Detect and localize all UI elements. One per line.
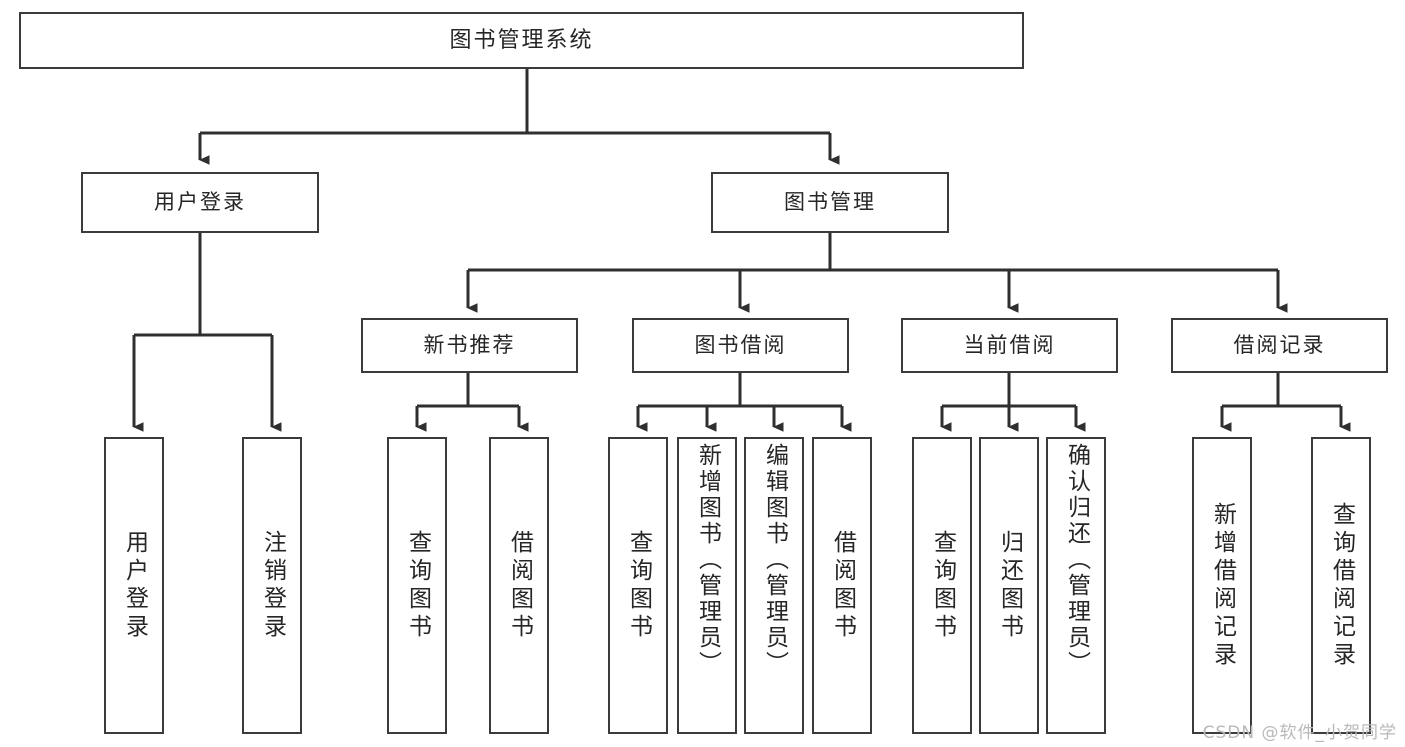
node-label: 编辑图书（管理员） (761, 443, 788, 677)
node-label: 查询图书 (929, 529, 956, 642)
node-label: 用户登录 (154, 190, 246, 215)
node-label: 查询图书 (404, 529, 431, 642)
node-label: 图书管理 (784, 190, 876, 215)
node-label: 新增图书（管理员） (694, 443, 721, 677)
node-label: 查询借阅记录 (1328, 501, 1355, 670)
node-label: 查询图书 (625, 529, 652, 642)
node-label: 当前借阅 (963, 333, 1056, 358)
node-user-login[interactable]: 用户登录 (81, 172, 319, 233)
node-label: 图书管理系统 (449, 27, 594, 53)
leaf-current-borrow-return-book[interactable]: 归还图书 (979, 437, 1039, 734)
node-label: 借阅图书 (506, 529, 533, 642)
node-label: 新增借阅记录 (1209, 501, 1236, 670)
leaf-book-borrow-query-book[interactable]: 查询图书 (608, 437, 668, 734)
leaf-user-login-login[interactable]: 用户登录 (104, 437, 164, 734)
node-new-book-recommend[interactable]: 新书推荐 (361, 318, 578, 373)
leaf-current-borrow-query-book[interactable]: 查询图书 (912, 437, 972, 734)
node-label: 新书推荐 (423, 333, 516, 358)
node-label: 用户登录 (121, 529, 148, 642)
node-book-borrow[interactable]: 图书借阅 (632, 318, 849, 373)
node-label: 借阅记录 (1233, 333, 1326, 358)
leaf-current-borrow-confirm-return-admin[interactable]: 确认归还（管理员） (1046, 437, 1106, 734)
leaf-new-book-query-book[interactable]: 查询图书 (387, 437, 447, 734)
node-label: 注销登录 (259, 529, 286, 642)
leaf-book-borrow-add-book-admin[interactable]: 新增图书（管理员） (677, 437, 737, 734)
node-current-borrow[interactable]: 当前借阅 (901, 318, 1118, 373)
leaf-borrow-record-add-record[interactable]: 新增借阅记录 (1192, 437, 1252, 734)
node-root-book-management-system[interactable]: 图书管理系统 (19, 12, 1024, 69)
node-label: 借阅图书 (829, 529, 856, 642)
leaf-book-borrow-borrow-book[interactable]: 借阅图书 (812, 437, 872, 734)
leaf-book-borrow-edit-book-admin[interactable]: 编辑图书（管理员） (744, 437, 804, 734)
csdn-watermark: CSDN @软件_小贺同学 (1202, 723, 1397, 743)
node-label: 图书借阅 (694, 333, 787, 358)
leaf-user-login-logout[interactable]: 注销登录 (242, 437, 302, 734)
node-label: 确认归还（管理员） (1063, 443, 1090, 677)
leaf-new-book-borrow-book[interactable]: 借阅图书 (489, 437, 549, 734)
node-borrow-record[interactable]: 借阅记录 (1171, 318, 1388, 373)
node-label: 归还图书 (996, 529, 1023, 642)
node-book-management[interactable]: 图书管理 (711, 172, 949, 233)
leaf-borrow-record-query-record[interactable]: 查询借阅记录 (1311, 437, 1371, 734)
